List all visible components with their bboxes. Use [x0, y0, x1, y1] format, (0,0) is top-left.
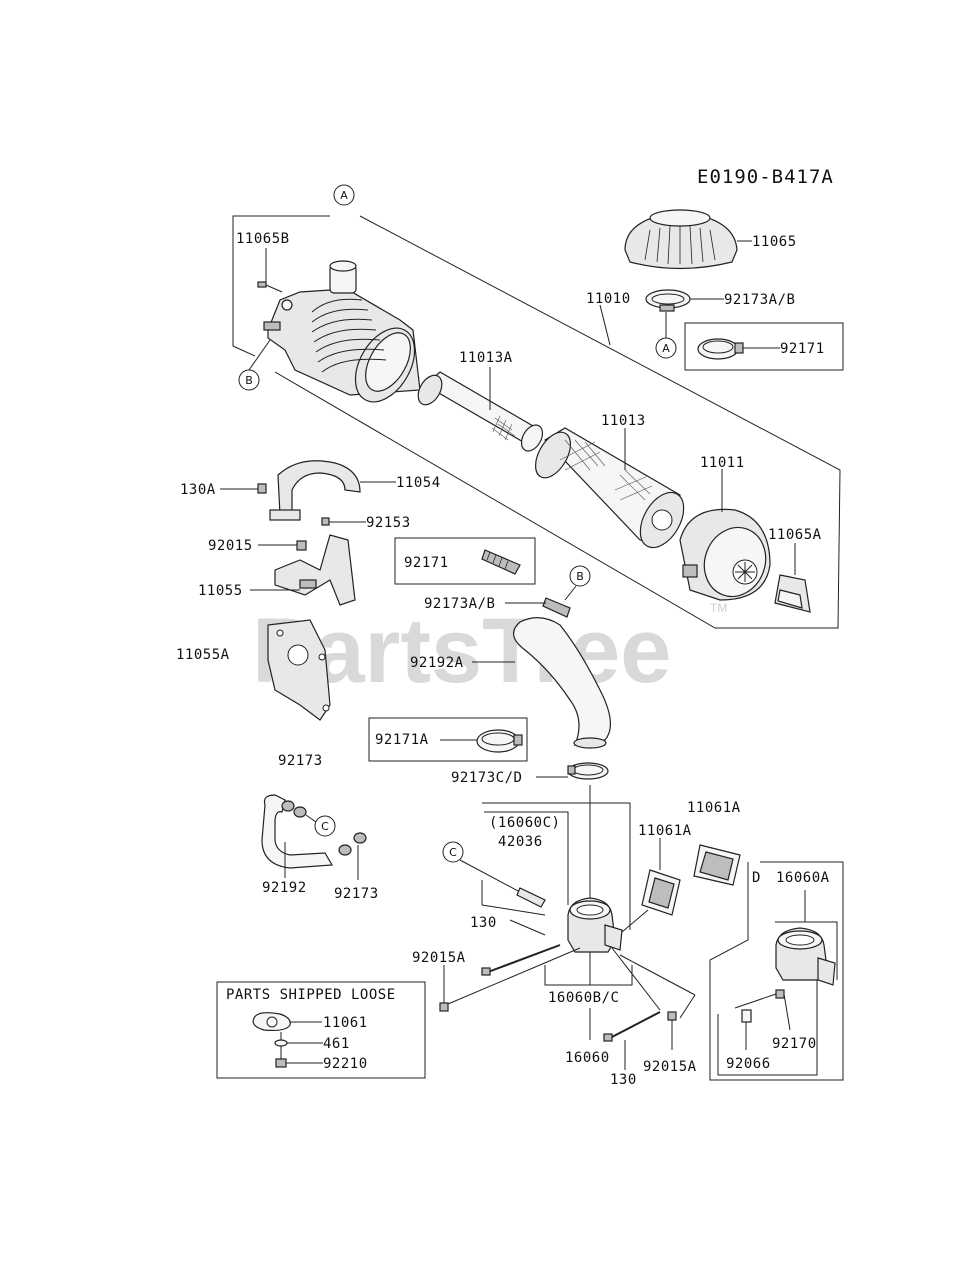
- label-130-left: 130: [470, 915, 497, 931]
- part-92170: [775, 989, 785, 999]
- label-130-bottom: 130: [610, 1072, 637, 1088]
- part-92015-nut: [296, 540, 307, 551]
- part-11065-cap: [624, 209, 738, 270]
- part-130-bolt-left: [481, 944, 561, 976]
- diagram-code: E0190-B417A: [697, 166, 834, 188]
- label-11065A: 11065A: [768, 527, 822, 543]
- label-11061: 11061: [323, 1015, 368, 1031]
- label-92173: 92173: [278, 753, 323, 769]
- label-92192A: 92192A: [410, 655, 464, 671]
- watermark-tm: TM: [710, 601, 727, 615]
- svg-text:A: A: [662, 342, 670, 355]
- svg-text:C: C: [321, 820, 329, 833]
- box-d-outline: [709, 861, 844, 1081]
- label-11054: 11054: [396, 475, 441, 491]
- svg-text:C: C: [449, 846, 457, 859]
- label-11010: 11010: [586, 291, 631, 307]
- label-11061A-top: 11061A: [687, 800, 741, 816]
- label-92173AB-top: 92173A/B: [724, 292, 795, 308]
- ref-circle-a-clamp: A: [655, 337, 677, 359]
- label-11055: 11055: [198, 583, 243, 599]
- label-92015A-right: 92015A: [643, 1059, 697, 1075]
- label-16060BC: 16060B/C: [548, 990, 619, 1006]
- label-92153: 92153: [366, 515, 411, 531]
- box-92171-top: [684, 322, 844, 371]
- part-92173AB-clamp-top: [645, 289, 691, 312]
- box-d-inner: [717, 975, 818, 1076]
- part-92066: [741, 1009, 752, 1023]
- label-92192: 92192: [262, 880, 307, 896]
- label-92173CD: 92173C/D: [451, 770, 522, 786]
- ref-circle-c-hose: C: [314, 815, 336, 837]
- label-92066: 92066: [726, 1056, 771, 1072]
- label-11013A: 11013A: [459, 350, 513, 366]
- svg-text:B: B: [245, 374, 253, 387]
- label-11065: 11065: [752, 234, 797, 250]
- part-92192-hose: [261, 794, 367, 869]
- part-11011-cover: [679, 508, 771, 601]
- part-11065B-bolt: [257, 248, 283, 293]
- label-92171-mid: 92171: [404, 555, 449, 571]
- label-92171-top: 92171: [780, 341, 825, 357]
- label-461: 461: [323, 1036, 350, 1052]
- part-92210: [275, 1058, 287, 1068]
- ref-circle-b-mid: B: [569, 565, 591, 587]
- part-11061A-gasket-mid: [641, 869, 681, 916]
- label-11061A-mid: 11061A: [638, 823, 692, 839]
- part-11055-bracket: [274, 534, 356, 606]
- svg-text:B: B: [576, 570, 584, 583]
- label-42036: 42036: [498, 834, 543, 850]
- part-92171-clamp-top: [697, 338, 744, 360]
- part-92171A-clamp: [476, 729, 523, 753]
- box-92171-mid: [394, 537, 536, 585]
- part-92173CD-clamp: [567, 762, 609, 780]
- label-16060A: 16060A: [776, 870, 830, 886]
- label-92015A-left: 92015A: [412, 950, 466, 966]
- part-92153-bolt: [321, 517, 330, 526]
- part-130A-bolt: [257, 483, 267, 494]
- part-16060A-pipe: [775, 927, 836, 986]
- label-92170: 92170: [772, 1036, 817, 1052]
- label-92015: 92015: [208, 538, 253, 554]
- box-92171A: [368, 717, 528, 762]
- part-11061-gasket: [252, 1012, 291, 1032]
- ref-circle-c-carb: C: [442, 841, 464, 863]
- part-11013A-inner-filter: [417, 371, 544, 452]
- label-parts-shipped-loose: PARTS SHIPPED LOOSE: [226, 987, 396, 1003]
- part-42036-fitting: [516, 887, 546, 908]
- label-11013: 11013: [601, 413, 646, 429]
- label-92210: 92210: [323, 1056, 368, 1072]
- part-92015A-nut-left: [439, 1002, 449, 1012]
- part-11054-bracket: [269, 460, 361, 521]
- part-130-bolt-bottom: [603, 1011, 661, 1042]
- label-11011: 11011: [700, 455, 745, 471]
- part-16060-pipe: [567, 897, 623, 953]
- label-16060: 16060: [565, 1050, 610, 1066]
- part-11013-outer-filter: [534, 427, 685, 549]
- part-11010-housing: [263, 260, 421, 403]
- part-11065A-valve: [774, 574, 811, 613]
- part-92015A-nut-right: [667, 1011, 677, 1021]
- label-92173-b: 92173: [334, 886, 379, 902]
- part-92192A-hose: [513, 617, 611, 749]
- label-130A: 130A: [180, 482, 216, 498]
- air-cleaner-assembly-outline: [232, 215, 841, 629]
- part-11055A-bracket: [267, 619, 331, 721]
- label-d: D: [752, 870, 761, 886]
- ref-circle-a-top: A: [333, 184, 355, 206]
- svg-text:A: A: [340, 189, 348, 202]
- label-92173AB-mid: 92173A/B: [424, 596, 495, 612]
- ref-circle-b-housing: B: [238, 369, 260, 391]
- part-461: [274, 1039, 288, 1047]
- part-92171-clamp-mid: [481, 549, 521, 575]
- label-92171A: 92171A: [375, 732, 429, 748]
- part-11061A-gasket-top: [693, 844, 741, 886]
- label-11055A: 11055A: [176, 647, 230, 663]
- box-parts-shipped-loose: [216, 981, 426, 1079]
- label-11065B: 11065B: [236, 231, 290, 247]
- label-16060C: (16060C): [489, 815, 560, 831]
